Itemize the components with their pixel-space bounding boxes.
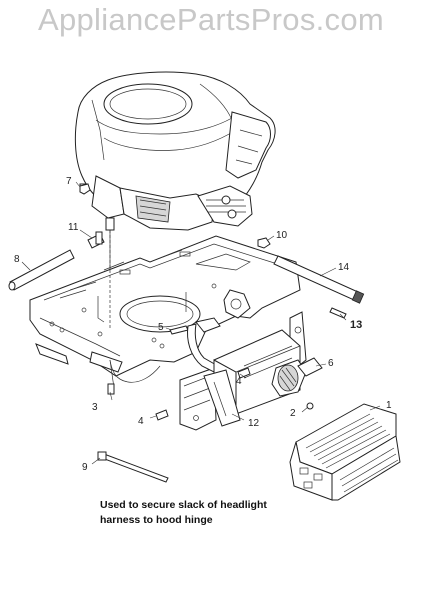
frame-icon	[29, 230, 307, 431]
note-line-1: Used to secure slack of headlight	[100, 499, 267, 511]
callout-10: 10	[276, 230, 288, 241]
callout-4b: 4	[236, 376, 242, 387]
note-line-2: harness to hood hinge	[100, 514, 213, 526]
callout-6: 6	[328, 358, 334, 369]
callout-14: 14	[338, 262, 350, 273]
callout-11: 11	[68, 222, 79, 233]
cable-tie-icon	[97, 451, 169, 483]
engine-icon	[74, 71, 276, 332]
callout-9: 9	[82, 462, 88, 473]
leader-lines	[21, 181, 381, 465]
callout-12: 12	[248, 418, 260, 429]
callout-4a: 4	[138, 416, 144, 427]
watermark-text: AppliancePartsPros.com	[37, 2, 385, 37]
callout-1: 1	[386, 400, 392, 411]
bolt-icon	[155, 409, 169, 421]
callout-3: 3	[92, 402, 98, 413]
callout-2: 2	[290, 408, 296, 419]
callout-13: 13	[350, 319, 362, 331]
nut-icon	[257, 237, 271, 249]
nut-icon	[79, 183, 91, 195]
rod-icon	[8, 249, 75, 291]
callout-8: 8	[14, 254, 20, 265]
rod-icon	[273, 255, 365, 304]
screw-icon	[306, 402, 314, 410]
callout-7: 7	[66, 176, 72, 187]
heat-shield-icon	[289, 403, 401, 501]
bolt-icon	[107, 383, 115, 395]
callout-5: 5	[158, 322, 164, 333]
fitting-icon	[87, 231, 105, 249]
bolt-icon	[329, 307, 347, 319]
muffler-icon	[187, 289, 323, 427]
bolt-icon	[237, 367, 251, 379]
